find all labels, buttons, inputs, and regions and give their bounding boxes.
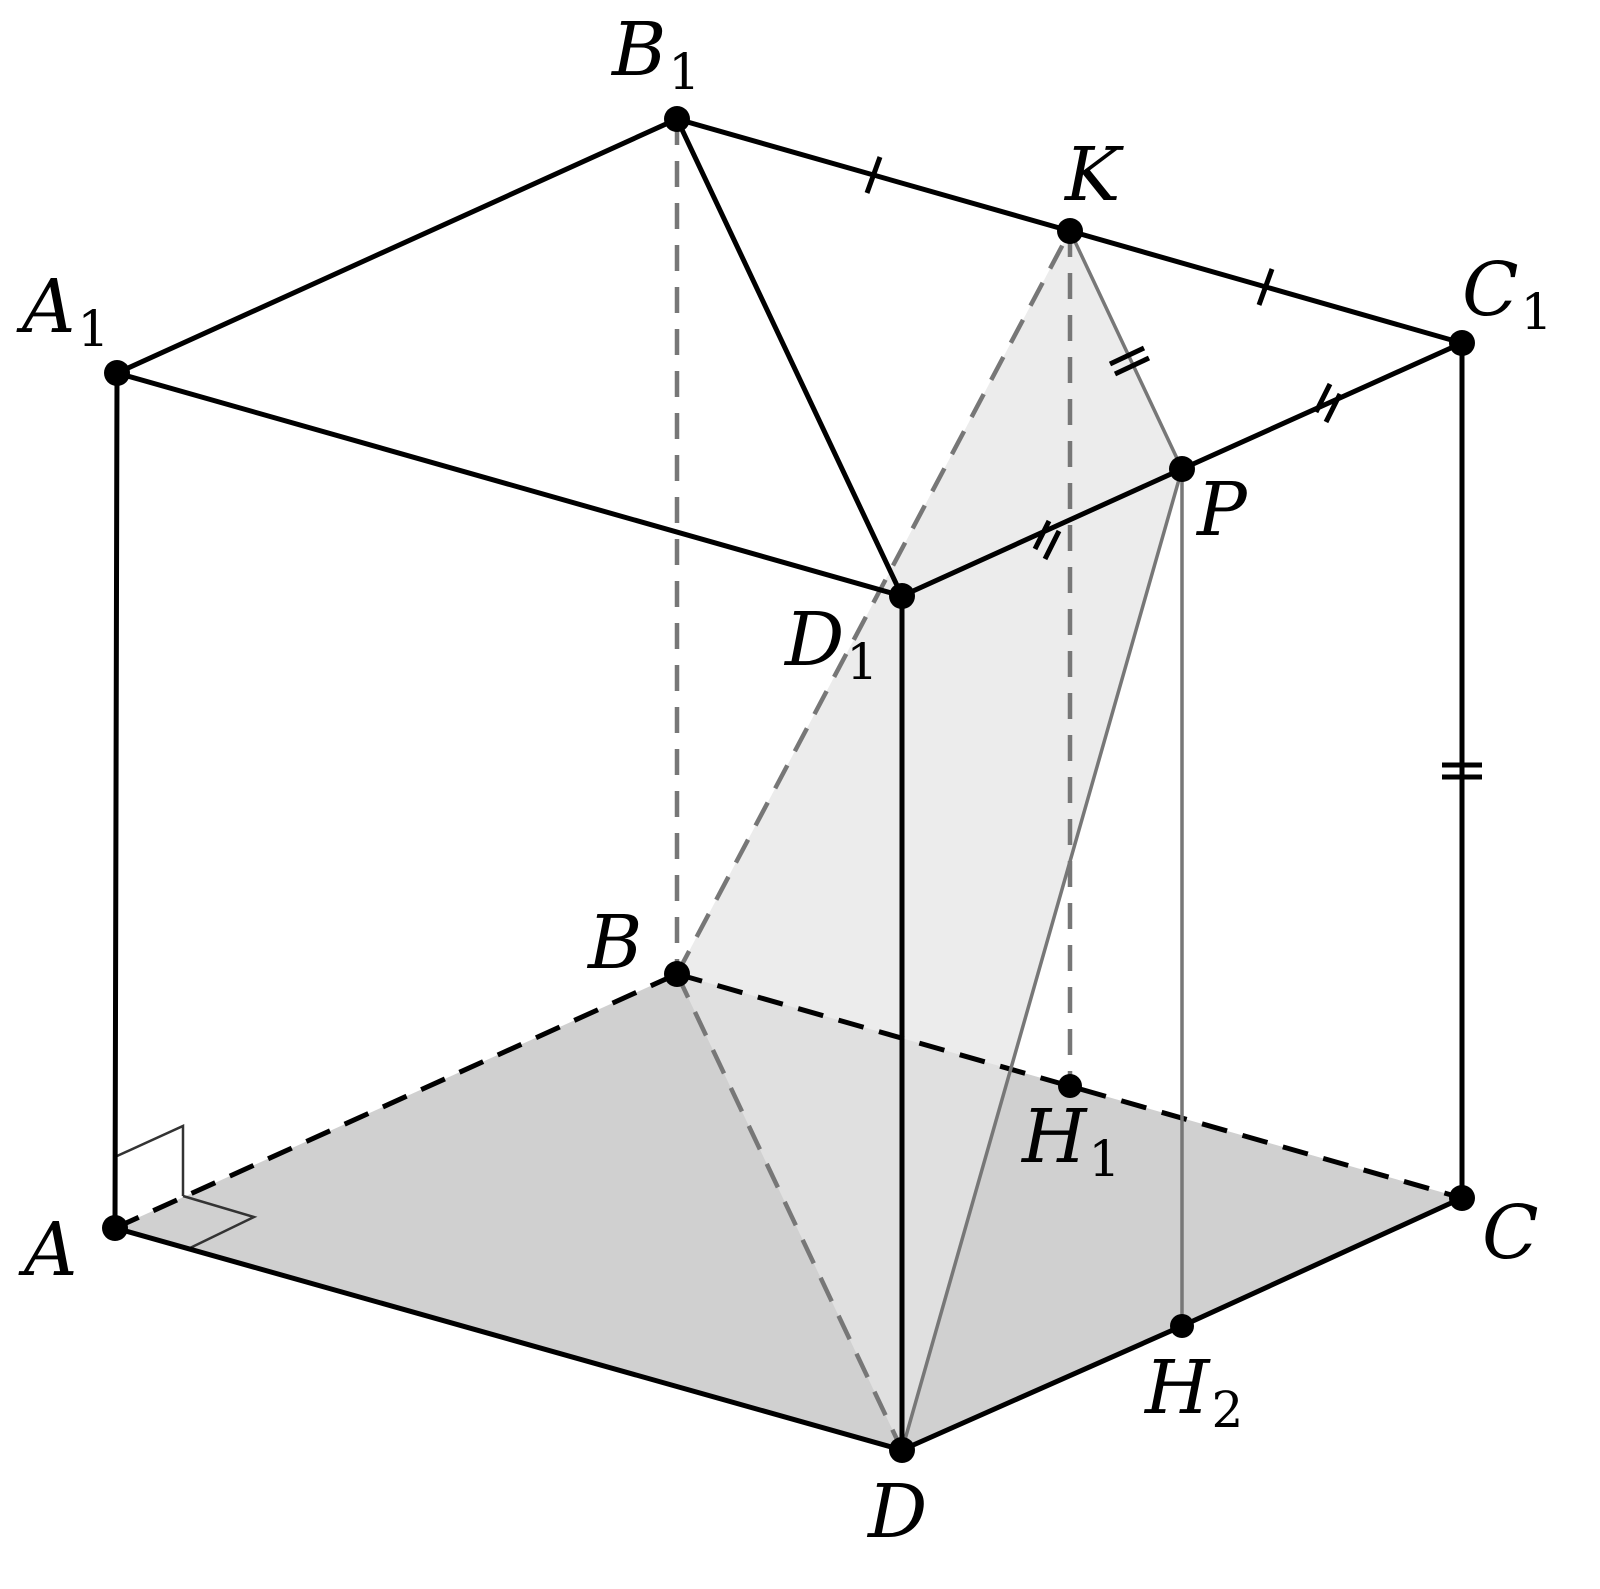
point-d <box>889 1437 915 1463</box>
point-h1 <box>1058 1074 1082 1098</box>
hidden-edge-ab <box>113 971 679 1231</box>
point-c1 <box>1449 330 1475 356</box>
point-k <box>1057 218 1083 244</box>
edge-aa1 <box>112 370 120 1231</box>
line-pd <box>900 468 1184 1451</box>
edge-dh2 <box>899 1323 1185 1453</box>
point-a1 <box>104 360 130 386</box>
point-b <box>664 961 690 987</box>
label-a: A <box>18 1207 77 1293</box>
label-d: D <box>866 1469 927 1555</box>
label-h1: H1 <box>1020 1094 1120 1188</box>
point-p <box>1169 456 1195 482</box>
double-tick-pc1 <box>1313 382 1343 424</box>
right-angle-mark-vertical <box>116 1124 185 1196</box>
edge-pc1 <box>1179 340 1465 472</box>
hidden-edge-bk <box>675 229 1072 976</box>
edge-ad <box>112 1225 905 1453</box>
label-c: C <box>1482 1190 1539 1276</box>
edge-a1b1 <box>114 116 680 376</box>
point-c <box>1449 1185 1475 1211</box>
label-d1: D1 <box>783 597 878 691</box>
line-kp <box>1068 230 1184 470</box>
point-a <box>102 1215 128 1241</box>
point-d1 <box>889 583 915 609</box>
tick-b1k <box>864 156 883 194</box>
point-h2 <box>1170 1314 1194 1338</box>
edge-h2c <box>1179 1195 1465 1329</box>
hidden-edge-bc <box>676 971 1463 1201</box>
label-h2: H2 <box>1143 1345 1243 1439</box>
vertex-dots <box>102 106 1475 1463</box>
label-b: B <box>586 900 642 986</box>
double-tick-kp <box>1108 345 1151 377</box>
edge-b1d1 <box>674 116 905 599</box>
tick-kc1 <box>1256 268 1275 306</box>
right-angle-mark-horizontal <box>182 1194 258 1250</box>
label-a1: A1 <box>16 264 109 358</box>
double-tick-cc1 <box>1442 762 1482 780</box>
label-c1: C1 <box>1462 247 1552 341</box>
hidden-edge-bd <box>674 973 905 1451</box>
label-k: K <box>1063 132 1124 218</box>
edge-a1d1 <box>114 370 905 599</box>
label-p: P <box>1195 467 1248 553</box>
double-tick-d1p <box>1032 519 1062 561</box>
point-b1 <box>664 106 690 132</box>
label-b1: B1 <box>610 7 700 101</box>
